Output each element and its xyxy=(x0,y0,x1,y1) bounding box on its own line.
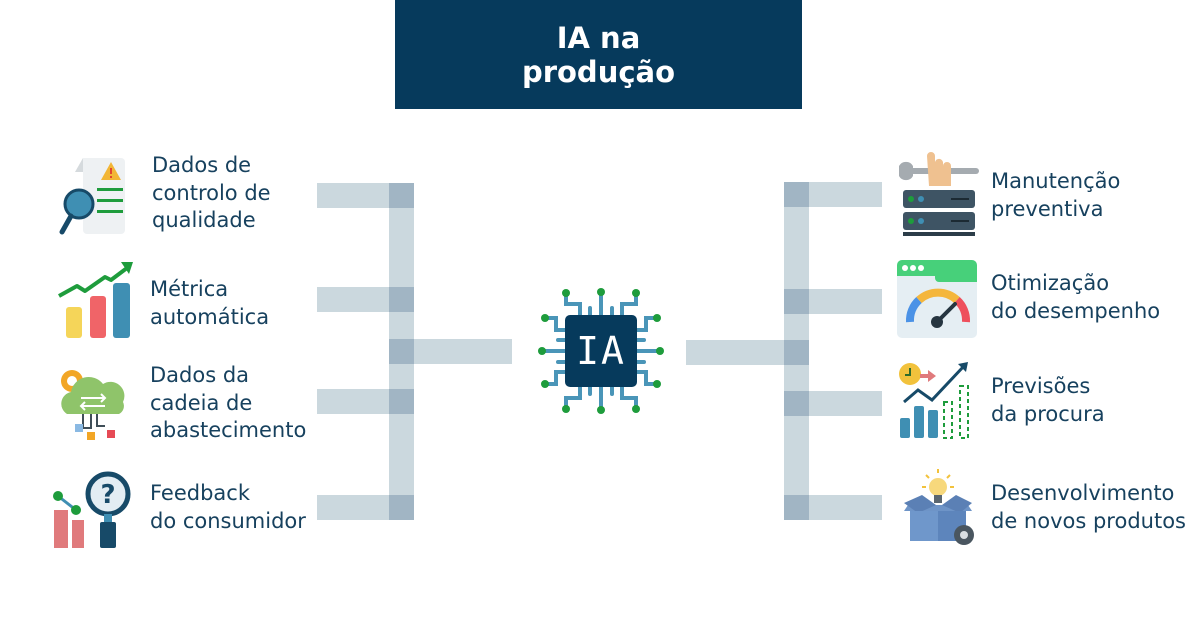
left-connector-arm-4 xyxy=(317,495,389,520)
left-connector-arm-2 xyxy=(317,287,389,312)
right-joint-1 xyxy=(784,182,809,207)
performance-gauge-icon xyxy=(897,260,977,338)
left-joint-1 xyxy=(389,183,414,208)
right-joint-4 xyxy=(784,495,809,520)
right-connector-arm-4 xyxy=(809,495,882,520)
right-connector-center-arm xyxy=(686,340,784,365)
title-line-1: IA na xyxy=(556,20,641,55)
title-line-2: produção xyxy=(521,54,676,89)
page-title: IA na produção xyxy=(395,0,802,109)
right-connector-arm-3 xyxy=(809,391,882,416)
left-connector-center-arm xyxy=(414,339,512,364)
left-joint-2 xyxy=(389,287,414,312)
chip-label: IA xyxy=(576,329,626,373)
consumer-feedback-magnifier-icon: ? xyxy=(52,470,134,550)
quality-control-document-icon xyxy=(55,156,135,238)
supply-chain-cloud-icon xyxy=(57,366,129,442)
left-connector-arm-3 xyxy=(317,389,389,414)
right-joint-2 xyxy=(784,289,809,314)
left-joint-4 xyxy=(389,495,414,520)
svg-text:?: ? xyxy=(100,480,115,510)
new-product-box-lightbulb-icon xyxy=(902,467,978,547)
right-joint-3 xyxy=(784,391,809,416)
left-joint-3 xyxy=(389,389,414,414)
demand-forecast-chart-icon xyxy=(898,362,978,440)
left-connector-arm-1 xyxy=(317,183,389,208)
ai-chip-icon: IA xyxy=(536,286,666,416)
right-connector-arm-2 xyxy=(809,289,882,314)
right-joint-center xyxy=(784,340,809,365)
server-maintenance-wrench-icon xyxy=(897,152,981,238)
growth-bar-chart-icon xyxy=(57,260,135,340)
left-joint-center xyxy=(389,339,414,364)
right-connector-arm-1 xyxy=(809,182,882,207)
